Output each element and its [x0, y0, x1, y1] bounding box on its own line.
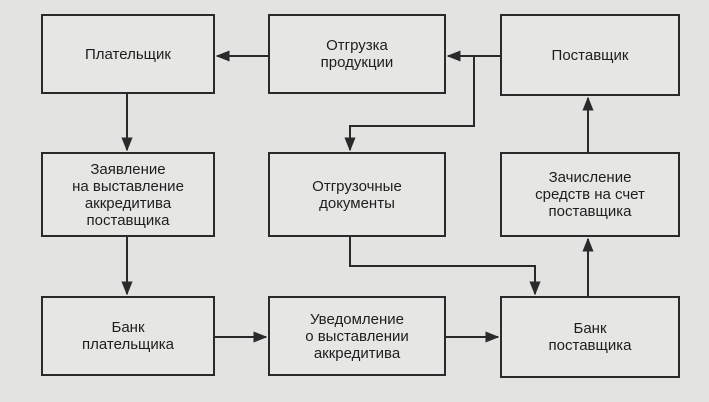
node-crediting: Зачисление средств на счет поставщика — [500, 152, 680, 237]
node-payer: Плательщик — [41, 14, 215, 94]
node-application: Заявление на выставление аккредитива пос… — [41, 152, 215, 237]
node-payer-bank: Банк плательщика — [41, 296, 215, 376]
node-shipping-docs: Отгрузочные документы — [268, 152, 446, 237]
node-supplier-bank: Банк поставщика — [500, 296, 680, 378]
node-supplier: Поставщик — [500, 14, 680, 96]
arrow-supplier-to-shipping-docs — [344, 56, 475, 152]
arrow-shipping-docs-to-supplier-bank — [349, 237, 541, 296]
node-shipment: Отгрузка продукции — [268, 14, 446, 94]
node-notification: Уведомление о выставлении аккредитива — [268, 296, 446, 376]
